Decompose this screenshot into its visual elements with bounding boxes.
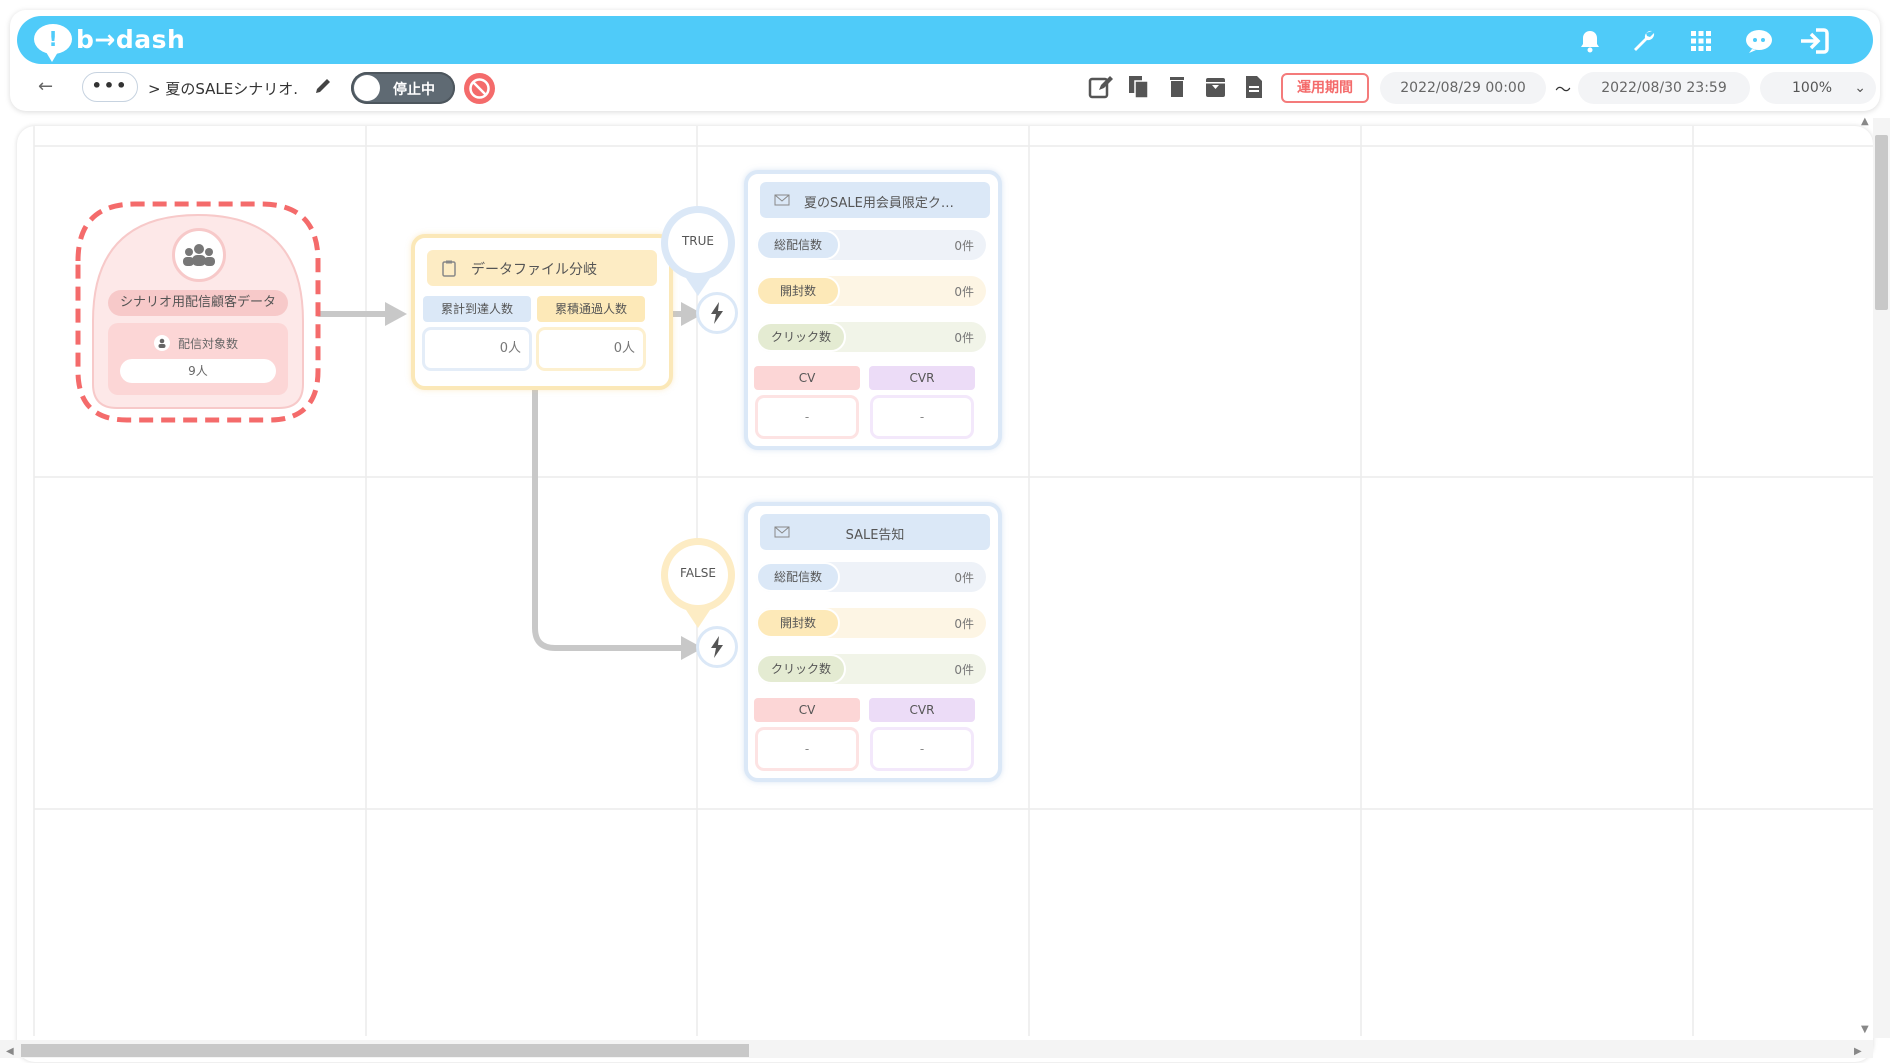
- status-toggle[interactable]: 停止中: [351, 72, 455, 104]
- mail-node[interactable]: SALE告知 総配信数 0件 開封数 0件 クリック数 0件 CV CVR - …: [744, 502, 1002, 782]
- clipboard-icon: [442, 260, 456, 277]
- cvr-value: -: [873, 730, 971, 768]
- cvr-label: CVR: [869, 698, 975, 722]
- branch-node-title: データファイル分岐: [471, 262, 597, 278]
- click-count-value: 0件: [954, 331, 974, 345]
- mail-node-title: 夏のSALE用会員限定ク…: [804, 196, 954, 211]
- trash-icon[interactable]: [1164, 73, 1192, 101]
- start-node[interactable]: シナリオ用配信顧客データ 配信対象数 9人: [75, 201, 321, 423]
- logo-mark: !: [48, 27, 58, 51]
- cumulative-pass-value: 0人: [539, 330, 643, 368]
- click-count-row: クリック数 0件: [756, 654, 986, 684]
- click-count-label: クリック数: [756, 654, 846, 684]
- total-sent-label: 総配信数: [756, 562, 840, 592]
- logout-icon[interactable]: [1798, 25, 1830, 57]
- status-label: 停止中: [393, 82, 435, 98]
- scroll-left-arrow-icon[interactable]: ◀: [6, 1046, 14, 1057]
- target-count-value: 9人: [120, 359, 276, 383]
- mail-node-header: 夏のSALE用会員限定ク…: [760, 182, 990, 218]
- click-count-label: クリック数: [756, 322, 846, 352]
- cv-value: -: [758, 398, 856, 436]
- click-count-row: クリック数 0件: [756, 322, 986, 352]
- false-branch-marker: FALSE: [659, 536, 737, 632]
- logo[interactable]: ! b→dash: [34, 20, 186, 62]
- lightning-trigger-icon[interactable]: [696, 292, 738, 334]
- start-date-field[interactable]: 2022/08/29 00:00: [1380, 72, 1546, 104]
- end-date-field[interactable]: 2022/08/30 23:59: [1578, 72, 1750, 104]
- scroll-up-arrow-icon[interactable]: ▲: [1861, 116, 1869, 127]
- start-node-stats: 配信対象数 9人: [108, 323, 288, 395]
- data-file-branch-node[interactable]: データファイル分岐 累計到達人数 累積通過人数 0人 0人: [411, 234, 673, 390]
- document-icon[interactable]: [1240, 73, 1268, 101]
- copy-icon[interactable]: [1125, 73, 1153, 101]
- operation-period-button[interactable]: 運用期間: [1281, 73, 1369, 103]
- breadcrumb: > 夏のSALEシナリオ.: [148, 80, 299, 98]
- lightning-trigger-icon[interactable]: [696, 626, 738, 668]
- target-count-label: 配信対象数: [178, 337, 239, 351]
- total-sent-value: 0件: [954, 239, 974, 253]
- apps-grid-icon[interactable]: [1685, 25, 1717, 57]
- total-sent-label: 総配信数: [756, 230, 840, 260]
- scroll-down-arrow-icon[interactable]: ▼: [1861, 1024, 1869, 1035]
- start-node-title: シナリオ用配信顧客データ: [108, 290, 288, 316]
- logo-text: b→dash: [76, 24, 186, 54]
- archive-icon[interactable]: [1202, 73, 1230, 101]
- open-count-label: 開封数: [756, 276, 840, 306]
- logo-bubble-icon: !: [34, 24, 72, 62]
- group-users-icon: [172, 228, 226, 282]
- chat-bot-icon[interactable]: [1743, 25, 1775, 57]
- zoom-value: 100%: [1792, 80, 1833, 96]
- open-count-row: 開封数 0件: [756, 276, 986, 306]
- chevron-down-icon: ⌄: [1854, 80, 1866, 96]
- no-delivery-icon[interactable]: [464, 73, 495, 104]
- open-count-value: 0件: [954, 285, 974, 299]
- cumulative-reach-value: 0人: [425, 330, 529, 368]
- cv-value: -: [758, 730, 856, 768]
- scroll-right-arrow-icon[interactable]: ▶: [1854, 1046, 1862, 1057]
- cvr-value: -: [873, 398, 971, 436]
- mail-node-header: SALE告知: [760, 514, 990, 550]
- bell-icon[interactable]: [1574, 25, 1606, 57]
- open-count-value: 0件: [954, 617, 974, 631]
- true-label: TRUE: [681, 234, 715, 248]
- total-sent-row: 総配信数 0件: [756, 230, 986, 260]
- person-icon: [154, 335, 170, 351]
- open-count-label: 開封数: [756, 608, 840, 638]
- mail-node[interactable]: 夏のSALE用会員限定ク… 総配信数 0件 開封数 0件 クリック数 0件 CV…: [744, 170, 1002, 450]
- canvas-grid: [33, 126, 1873, 1036]
- scenario-canvas[interactable]: シナリオ用配信顧客データ 配信対象数 9人 データファイル分岐 累計到達人数 累…: [17, 126, 1873, 1062]
- open-count-row: 開封数 0件: [756, 608, 986, 638]
- zoom-select[interactable]: 100% ⌄: [1760, 72, 1876, 104]
- edit-icon[interactable]: [1087, 73, 1115, 101]
- cv-label: CV: [754, 698, 860, 722]
- date-range-separator: 〜: [1555, 80, 1572, 99]
- more-button[interactable]: •••: [82, 72, 138, 102]
- vertical-scroll-thumb[interactable]: [1875, 135, 1888, 310]
- cvr-label: CVR: [869, 366, 975, 390]
- wrench-icon[interactable]: [1628, 25, 1660, 57]
- total-sent-row: 総配信数 0件: [756, 562, 986, 592]
- mail-node-title: SALE告知: [845, 528, 905, 543]
- cumulative-pass-label: 累積通過人数: [537, 296, 645, 322]
- click-count-value: 0件: [954, 663, 974, 677]
- vertical-scrollbar[interactable]: [1873, 118, 1890, 1038]
- toggle-knob: [354, 75, 380, 101]
- back-button[interactable]: ←: [38, 76, 54, 97]
- branch-node-header: データファイル分岐: [427, 250, 657, 286]
- top-bar: [17, 16, 1873, 64]
- total-sent-value: 0件: [954, 571, 974, 585]
- false-label: FALSE: [680, 566, 716, 580]
- cumulative-reach-label: 累計到達人数: [423, 296, 531, 322]
- edit-title-pencil-icon[interactable]: [313, 76, 333, 100]
- mail-icon: [774, 194, 790, 206]
- mail-icon: [774, 526, 790, 538]
- true-branch-marker: TRUE: [659, 204, 737, 300]
- cv-label: CV: [754, 366, 860, 390]
- horizontal-scroll-thumb[interactable]: [21, 1044, 749, 1057]
